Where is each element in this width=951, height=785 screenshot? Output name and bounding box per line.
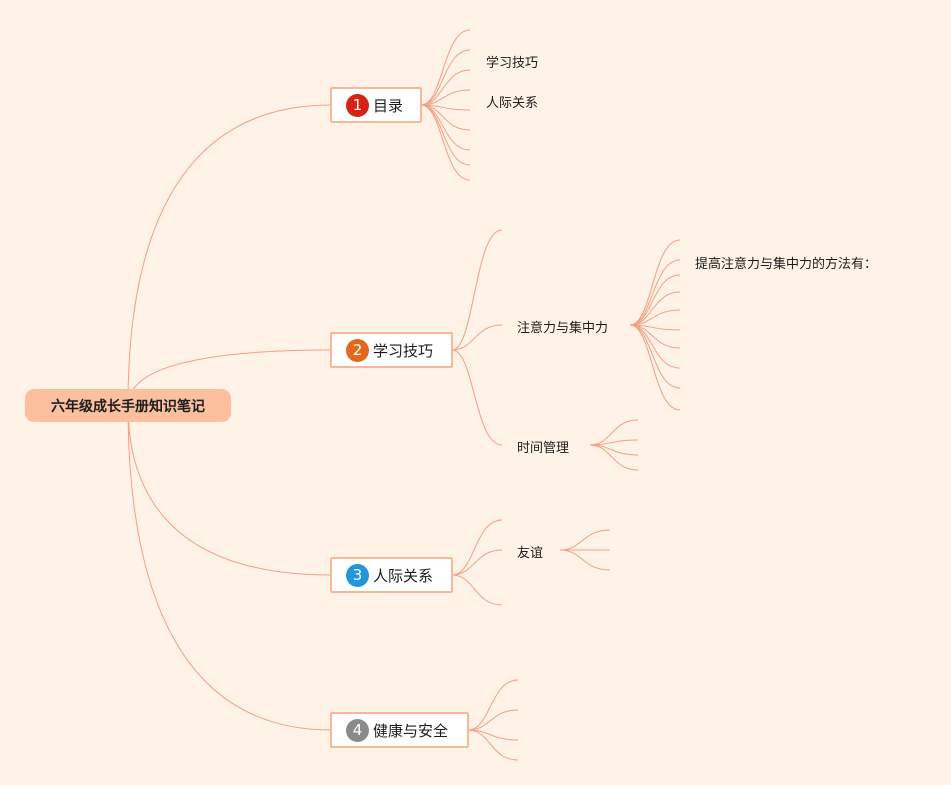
subtopic-attention-detail[interactable]: 提高注意力与集中力的方法有： <box>695 257 878 272</box>
link-health-1 <box>467 709 519 731</box>
link-health-3 <box>467 729 519 761</box>
link-catalog-7 <box>420 104 471 166</box>
link-time-1 <box>589 439 639 446</box>
link-study-0 <box>451 229 503 351</box>
link-relations-1 <box>451 549 503 576</box>
link-catalog-3 <box>420 89 471 106</box>
catalog-item-study-skills[interactable]: 学习技巧 <box>486 56 539 71</box>
link-study-2 <box>451 349 503 446</box>
link-time-0 <box>589 419 639 446</box>
number-4-badge-icon: 4 <box>346 718 369 742</box>
link-attention-1 <box>629 259 681 326</box>
subtopic-time-management[interactable]: 时间管理 <box>517 441 570 456</box>
link-root-catalog <box>127 104 332 406</box>
number-2-badge-icon: 2 <box>346 338 369 362</box>
catalog-item-relationships[interactable]: 人际关系 <box>486 96 539 111</box>
link-relations-0 <box>451 519 503 576</box>
number-1-badge-icon: 1 <box>346 93 369 117</box>
link-root-relations <box>127 404 332 576</box>
branch-relationships[interactable]: 3 人际关系 <box>330 557 453 593</box>
link-catalog-1 <box>420 49 471 106</box>
link-catalog-8 <box>420 104 471 181</box>
link-attention-4 <box>629 309 681 326</box>
link-friendship-0 <box>559 529 611 551</box>
branch-health-safety-label: 健康与安全 <box>373 721 449 740</box>
branch-catalog-label: 目录 <box>373 96 404 115</box>
link-attention-9 <box>629 324 681 411</box>
link-attention-2 <box>629 274 681 326</box>
branch-health-safety[interactable]: 4 健康与安全 <box>330 712 469 748</box>
branch-study-skills[interactable]: 2 学习技巧 <box>330 332 453 368</box>
link-root-health <box>127 404 332 731</box>
link-catalog-6 <box>420 104 471 151</box>
link-health-0 <box>467 679 519 731</box>
subtopic-friendship[interactable]: 友谊 <box>517 546 544 561</box>
subtopic-attention[interactable]: 注意力与集中力 <box>517 321 609 336</box>
link-relations-2 <box>451 574 503 606</box>
link-attention-8 <box>629 324 681 389</box>
central-topic-label: 六年级成长手册知识笔记 <box>51 398 205 415</box>
branch-relationships-label: 人际关系 <box>373 566 434 585</box>
link-time-3 <box>589 444 639 471</box>
branch-catalog[interactable]: 1 目录 <box>330 87 422 123</box>
number-3-badge-icon: 3 <box>346 563 369 587</box>
link-catalog-0 <box>420 29 471 106</box>
central-topic[interactable]: 六年级成长手册知识笔记 <box>25 389 231 422</box>
link-friendship-2 <box>559 549 611 571</box>
link-attention-7 <box>629 324 681 369</box>
link-catalog-2 <box>420 69 471 106</box>
branch-study-skills-label: 学习技巧 <box>373 341 434 360</box>
link-attention-0 <box>629 239 681 326</box>
link-study-1 <box>451 324 503 351</box>
